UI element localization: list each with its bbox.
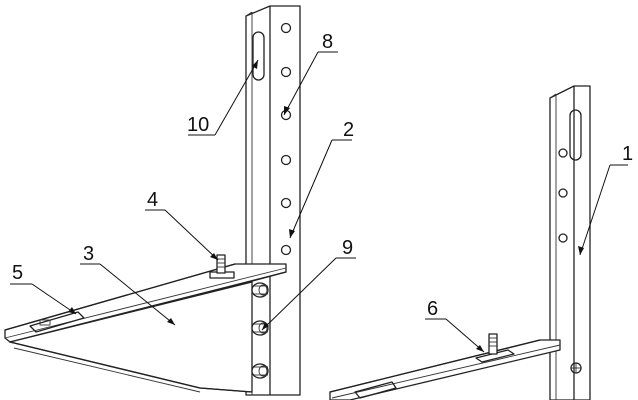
label-6: 6 [427, 298, 438, 320]
label-5: 5 [12, 262, 23, 284]
label-10: 10 [187, 114, 209, 136]
label-3: 3 [83, 243, 94, 265]
right-support-arm [329, 339, 561, 400]
right-upright-holes [558, 148, 568, 243]
label-9: 9 [342, 237, 353, 259]
label-4: 4 [147, 189, 158, 211]
right-arm-bolt [475, 333, 515, 363]
right-cross-hole [570, 362, 582, 374]
left-support-arm [4, 263, 287, 393]
callout-2: 2 [289, 119, 354, 239]
left-upright-nuts [251, 282, 269, 379]
label-8: 8 [322, 31, 333, 53]
callout-1: 1 [578, 143, 633, 256]
label-1: 1 [622, 143, 633, 165]
callout-5: 5 [10, 262, 77, 315]
callout-8: 8 [283, 31, 338, 116]
callout-4: 4 [145, 189, 219, 261]
callout-6: 6 [425, 298, 485, 353]
label-2: 2 [343, 119, 354, 141]
callout-9: 9 [261, 237, 356, 331]
callout-3: 3 [80, 243, 176, 326]
left-bracket-assembly [4, 5, 301, 396]
left-upright-holes [280, 22, 292, 256]
right-bracket-assembly [329, 85, 591, 400]
left-slot [252, 31, 265, 81]
left-arm-bolt [209, 254, 235, 279]
right-slot [569, 109, 582, 161]
callout-10: 10 [187, 59, 259, 136]
